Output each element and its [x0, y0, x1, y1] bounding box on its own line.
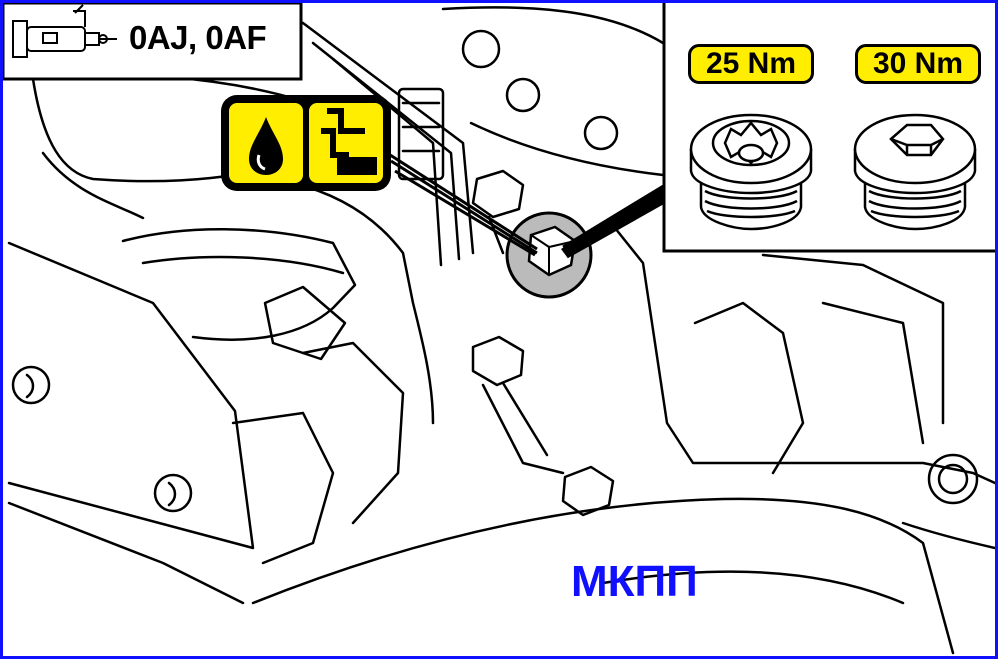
pointer-wedge — [561, 179, 677, 257]
torque-badge-hex-plug: 30 Nm — [855, 44, 981, 84]
bolt-lower — [561, 465, 615, 517]
header-box — [3, 3, 303, 81]
bottom-outline — [251, 497, 955, 655]
hex-plug-drawing — [853, 113, 977, 231]
gearbox-codes: 0AJ, 0AF — [129, 19, 267, 56]
bolt-middle — [471, 335, 565, 475]
spline-plug-drawing — [689, 113, 813, 231]
bracket-outline — [121, 228, 357, 341]
fill-level-icon — [321, 108, 377, 175]
pointer-to-callout — [386, 151, 538, 257]
gearbox-icon — [12, 4, 117, 58]
mount-bolt-right — [927, 453, 979, 505]
highlighted-plug — [505, 211, 593, 299]
lower-left-edge — [7, 501, 245, 605]
torque-badge-spline-plug: 25 Nm — [688, 44, 814, 84]
casing-curve — [291, 181, 435, 425]
gearbox-line-drawing — [3, 3, 995, 655]
lower-left-panel — [7, 241, 255, 550]
right-casing-lower — [609, 221, 995, 485]
oil-callout — [221, 95, 391, 191]
gearbox-caption: МКПП — [571, 557, 698, 606]
top-bolt — [461, 29, 501, 69]
